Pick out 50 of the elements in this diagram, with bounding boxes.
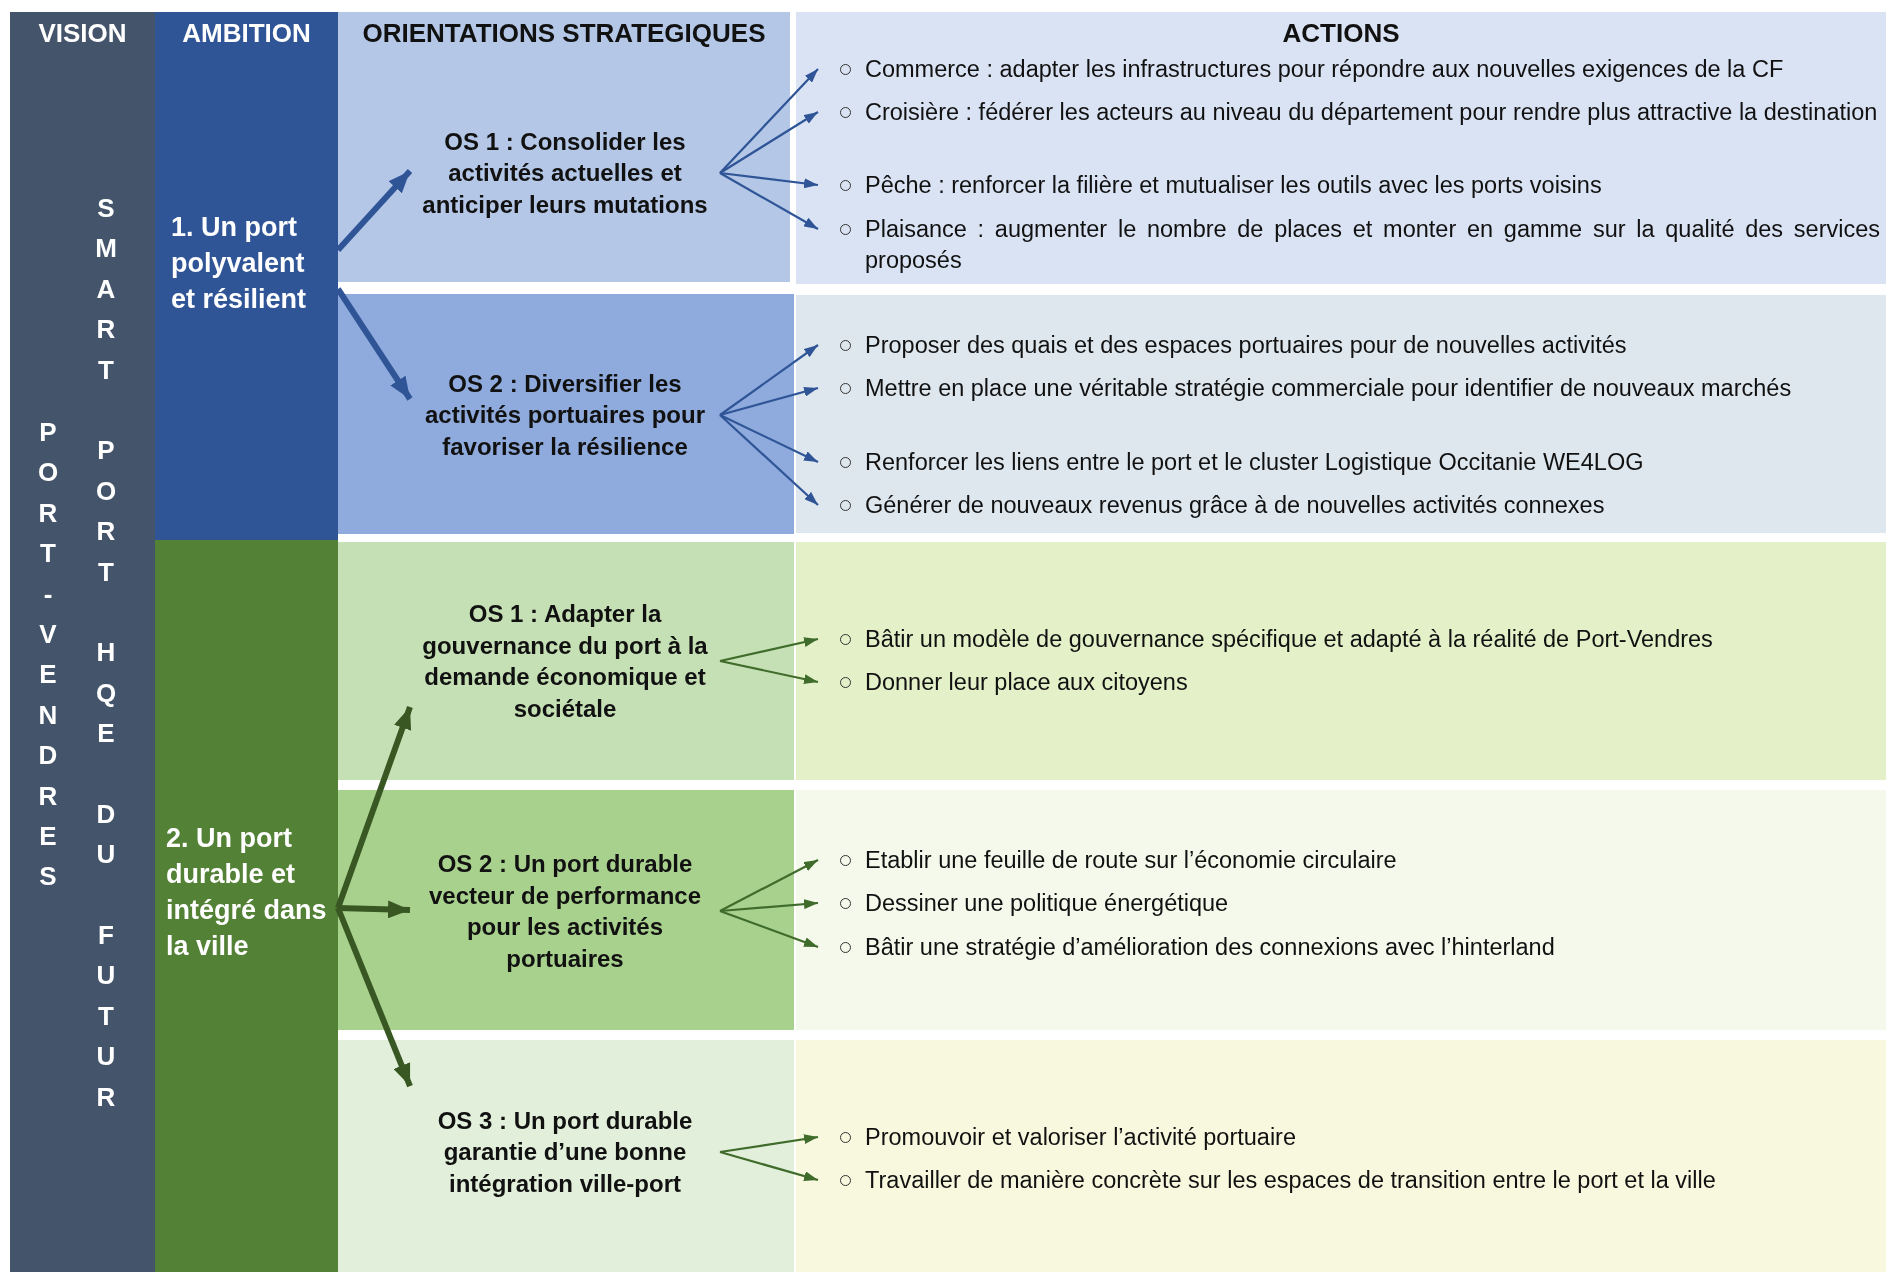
arrow (335, 706, 413, 909)
strategy-text: OS 1 : Consolider les activités actuelles et anticiper leurs mutations (421, 126, 709, 220)
arrow (719, 909, 819, 949)
strategy-text: OS 2 : Diversifier les activités portuaires pour favoriser la résilience (423, 368, 707, 462)
ambition-text: 1. Un port polyvalent et résilient (171, 211, 308, 316)
column-header: VISION (37, 18, 128, 49)
column-header: ORIENTATIONS STRATEGIQUES (361, 18, 767, 49)
arrow (719, 1134, 819, 1154)
vertical-text: PORT-VENDRES (36, 416, 60, 894)
action-text: Croisière : fédérer les acteurs au niveau du département pour rendre plus attractive la destination (865, 97, 1879, 127)
action-text: Générer de nouveaux revenus grâce à de nouvelles activités connexes (865, 490, 1606, 520)
strategy-text: OS 3 : Un port durable garantie d’une bonne intégration ville-port (436, 1105, 694, 1199)
arrow (719, 172, 819, 230)
column-header: AMBITION (181, 18, 312, 49)
ambition-band (155, 12, 338, 540)
action-text: Bâtir une stratégie d’amélioration des connexions avec l’hinterland (865, 932, 1556, 962)
action-text: Travailler de manière concrète sur les espaces de transition entre le port et la ville (865, 1165, 1717, 1195)
action-text: Bâtir un modèle de gouvernance spécifique et adapté à la réalité de Port-Vendres (865, 624, 1714, 654)
arrow (719, 899, 819, 913)
arrow (719, 1150, 819, 1182)
action-text: Pêche : renforcer la filière et mutualiser les outils avec les ports voisins (865, 170, 1603, 200)
action-text: Donner leur place aux citoyens (865, 667, 1189, 697)
arrow (719, 414, 819, 463)
arrow (719, 68, 819, 174)
arrow (719, 637, 819, 663)
arrow (335, 287, 413, 401)
arrow (719, 859, 819, 912)
action-text: Promouvoir et valoriser l’activité portuaire (865, 1122, 1297, 1152)
action-text: Plaisance : augmenter le nombre de places et monter en gamme sur la qualité des services proposés (865, 214, 1880, 275)
arrow (719, 386, 819, 417)
action-text: Etablir une feuille de route sur l’économie circulaire (865, 845, 1398, 875)
arrow (719, 171, 819, 189)
action-text: Renforcer les liens entre le port et le cluster Logistique Occitanie WE4LOG (865, 447, 1645, 477)
arrow (719, 344, 819, 416)
vertical-text: SMART PORT HQE DU FUTUR (94, 192, 118, 1114)
action-text: Dessiner une politique énergétique (865, 888, 1230, 918)
arrow (719, 111, 819, 174)
ambition-text: 2. Un port durable et intégré dans la ville (166, 822, 328, 963)
arrow (335, 168, 413, 253)
arrow (719, 414, 819, 506)
arrow (335, 906, 413, 1088)
action-text: Commerce : adapter les infrastructures pour répondre aux nouvelles exigences de la CF (865, 54, 1785, 84)
strategy-text: OS 1 : Adapter la gouvernance du port à la demande économique et sociétale (421, 599, 709, 724)
action-text: Proposer des quais et des espaces portuaires pour de nouvelles activités (865, 330, 1628, 360)
action-text: Mettre en place une véritable stratégie commerciale pour identifier de nouveaux marchés (865, 373, 1793, 403)
vision-band (10, 12, 155, 1272)
strategy-text: OS 2 : Un port durable vecteur de performance pour les activités portuaires (427, 849, 703, 974)
ambition-band (155, 540, 338, 1272)
column-header: ACTIONS (1281, 18, 1401, 49)
arrow (719, 659, 819, 684)
